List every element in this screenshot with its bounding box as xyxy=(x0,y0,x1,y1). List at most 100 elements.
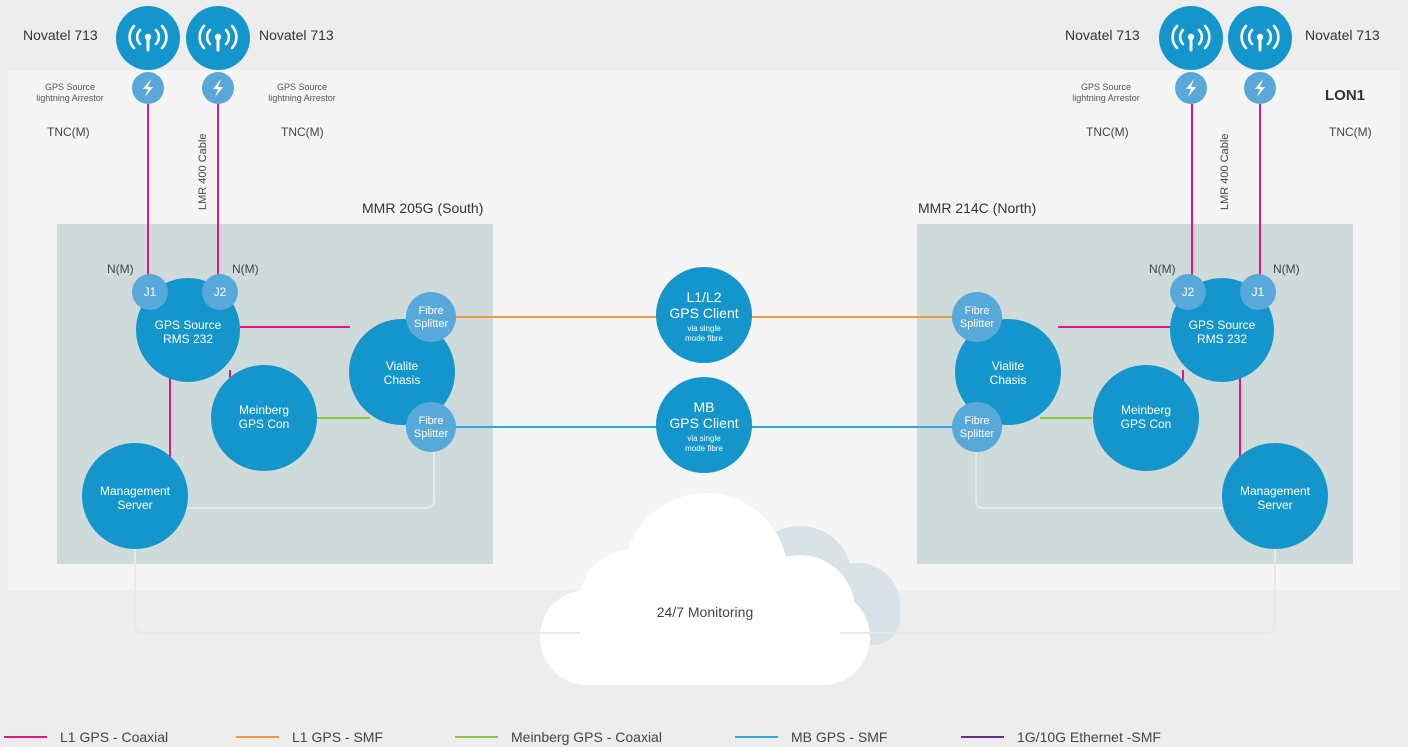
n-connector-label: N(M) xyxy=(232,262,259,276)
room-label-north: MMR 214C (North) xyxy=(918,200,1036,216)
antenna-left-1 xyxy=(116,6,180,70)
antenna-label-right-1: Novatel 713 xyxy=(1065,27,1140,43)
tnc-label: TNC(M) xyxy=(1329,125,1372,139)
mb-gps-client xyxy=(656,377,752,473)
n-connector-label: N(M) xyxy=(107,262,134,276)
gps-source-label-line1: GPS Source xyxy=(155,318,222,332)
legend: L1 GPS - Coaxial L1 GPS - SMF Meinberg G… xyxy=(0,726,1408,747)
mb-client-line1: MB xyxy=(694,399,715,415)
meinberg-north xyxy=(1093,365,1199,471)
antenna-label-left-1: Novatel 713 xyxy=(23,27,98,43)
vialite-label-line1: Vialite xyxy=(992,359,1025,373)
mgmt-label-line2: Server xyxy=(117,498,152,512)
tnc-label: TNC(M) xyxy=(47,125,90,139)
meinberg-label-line1: Meinberg xyxy=(239,403,289,417)
fibre-splitter-north-1 xyxy=(952,292,1002,342)
vialite-south xyxy=(349,319,455,425)
legend-swatch xyxy=(236,736,279,738)
legend-label: Meinberg GPS - Coaxial xyxy=(511,729,662,745)
cloud-label: 24/7 Monitoring xyxy=(657,604,754,620)
coax-lines xyxy=(147,104,1261,458)
j1-south xyxy=(132,274,168,310)
n-connector-label: N(M) xyxy=(1149,262,1176,276)
splitter-label-line2: Splitter xyxy=(414,318,449,330)
fibre-splitter-south-1 xyxy=(406,292,456,342)
antenna-right-1 xyxy=(1159,6,1223,70)
site-label: LON1 xyxy=(1325,87,1365,104)
legend-label: MB GPS - SMF xyxy=(791,729,888,745)
mgmt-label-line2: Server xyxy=(1257,498,1292,512)
vialite-label-line2: Chasis xyxy=(990,373,1027,387)
j1-label: J1 xyxy=(1252,285,1265,299)
mb-client-line2: GPS Client xyxy=(669,415,738,431)
legend-label: L1 GPS - SMF xyxy=(292,729,384,745)
legend-item-ethernet-smf: 1G/10G Ethernet -SMF xyxy=(961,729,1161,745)
meinberg-south xyxy=(211,365,317,471)
mgmt-label-line1: Management xyxy=(1240,484,1311,498)
splitter-label-line2: Splitter xyxy=(960,318,995,330)
meinberg-label-line2: GPS Con xyxy=(239,417,290,431)
arrestor-label-line1: GPS Source xyxy=(277,82,327,92)
fibre-splitter-south-2 xyxy=(406,402,456,452)
l1l2-client-line2: GPS Client xyxy=(669,305,738,321)
legend-swatch xyxy=(735,736,778,738)
tnc-label: TNC(M) xyxy=(281,125,324,139)
j2-north xyxy=(1170,274,1206,310)
legend-label: L1 GPS - Coaxial xyxy=(60,729,169,745)
antenna-left-2 xyxy=(186,6,250,70)
arrestor-right-1 xyxy=(1175,72,1207,104)
client-via-line1: via single xyxy=(687,324,721,333)
arrestor-left-2 xyxy=(202,72,234,104)
legend-label: 1G/10G Ethernet -SMF xyxy=(1017,729,1161,745)
legend-item-l1-coax: L1 GPS - Coaxial xyxy=(4,729,168,745)
vialite-label-line2: Chasis xyxy=(384,373,421,387)
tnc-label: TNC(M) xyxy=(1086,125,1129,139)
j1-north xyxy=(1240,274,1276,310)
arrestor-label-line2: lightning Arrestor xyxy=(36,93,104,103)
monitoring-lines xyxy=(134,452,1276,634)
n-connector-label: N(M) xyxy=(1273,262,1300,276)
legend-item-mb-smf: MB GPS - SMF xyxy=(735,729,887,745)
arrestor-label-line1: GPS Source xyxy=(45,82,95,92)
arrestor-right-2 xyxy=(1244,72,1276,104)
splitter-label-line1: Fibre xyxy=(418,415,443,427)
legend-swatch xyxy=(4,736,47,738)
meinberg-label-line1: Meinberg xyxy=(1121,403,1171,417)
antenna-label-left-2: Novatel 713 xyxy=(259,27,334,43)
arrestor-label-line2: lightning Arrestor xyxy=(1072,93,1140,103)
vialite-north xyxy=(955,319,1061,425)
gps-source-label-line2: RMS 232 xyxy=(163,332,213,346)
legend-item-l1-smf: L1 GPS - SMF xyxy=(236,729,383,745)
gps-source-label-line2: RMS 232 xyxy=(1197,332,1247,346)
cable-label: LMR 400 Cable xyxy=(1219,134,1231,210)
room-label-south: MMR 205G (South) xyxy=(362,200,483,216)
j2-label: J2 xyxy=(1182,285,1195,299)
legend-swatch xyxy=(455,736,498,738)
arrestor-left-1 xyxy=(132,72,164,104)
antenna-label-right-2: Novatel 713 xyxy=(1305,27,1380,43)
mgmt-label-line1: Management xyxy=(100,484,171,498)
j2-label: J2 xyxy=(214,285,227,299)
splitter-label-line2: Splitter xyxy=(414,428,449,440)
legend-item-meinberg-coax: Meinberg GPS - Coaxial xyxy=(455,729,662,745)
cloud-icon xyxy=(540,493,900,685)
gps-source-label-line1: GPS Source xyxy=(1189,318,1256,332)
l1l2-client-line1: L1/L2 xyxy=(686,289,721,305)
j1-label: J1 xyxy=(144,285,157,299)
splitter-label-line1: Fibre xyxy=(964,305,989,317)
client-via-line2: mode fibre xyxy=(685,334,723,343)
legend-swatch xyxy=(961,736,1004,738)
meinberg-label-line2: GPS Con xyxy=(1121,417,1172,431)
splitter-label-line1: Fibre xyxy=(964,415,989,427)
vialite-label-line1: Vialite xyxy=(386,359,419,373)
antenna-right-2 xyxy=(1228,6,1292,70)
client-via-line2: mode fibre xyxy=(685,444,723,453)
splitter-label-line1: Fibre xyxy=(418,305,443,317)
client-via-line1: via single xyxy=(687,434,721,443)
arrestor-label-line1: GPS Source xyxy=(1081,82,1131,92)
management-server-north xyxy=(1222,443,1328,549)
management-server-south xyxy=(82,443,188,549)
l1l2-gps-client xyxy=(656,267,752,363)
j2-south xyxy=(202,274,238,310)
